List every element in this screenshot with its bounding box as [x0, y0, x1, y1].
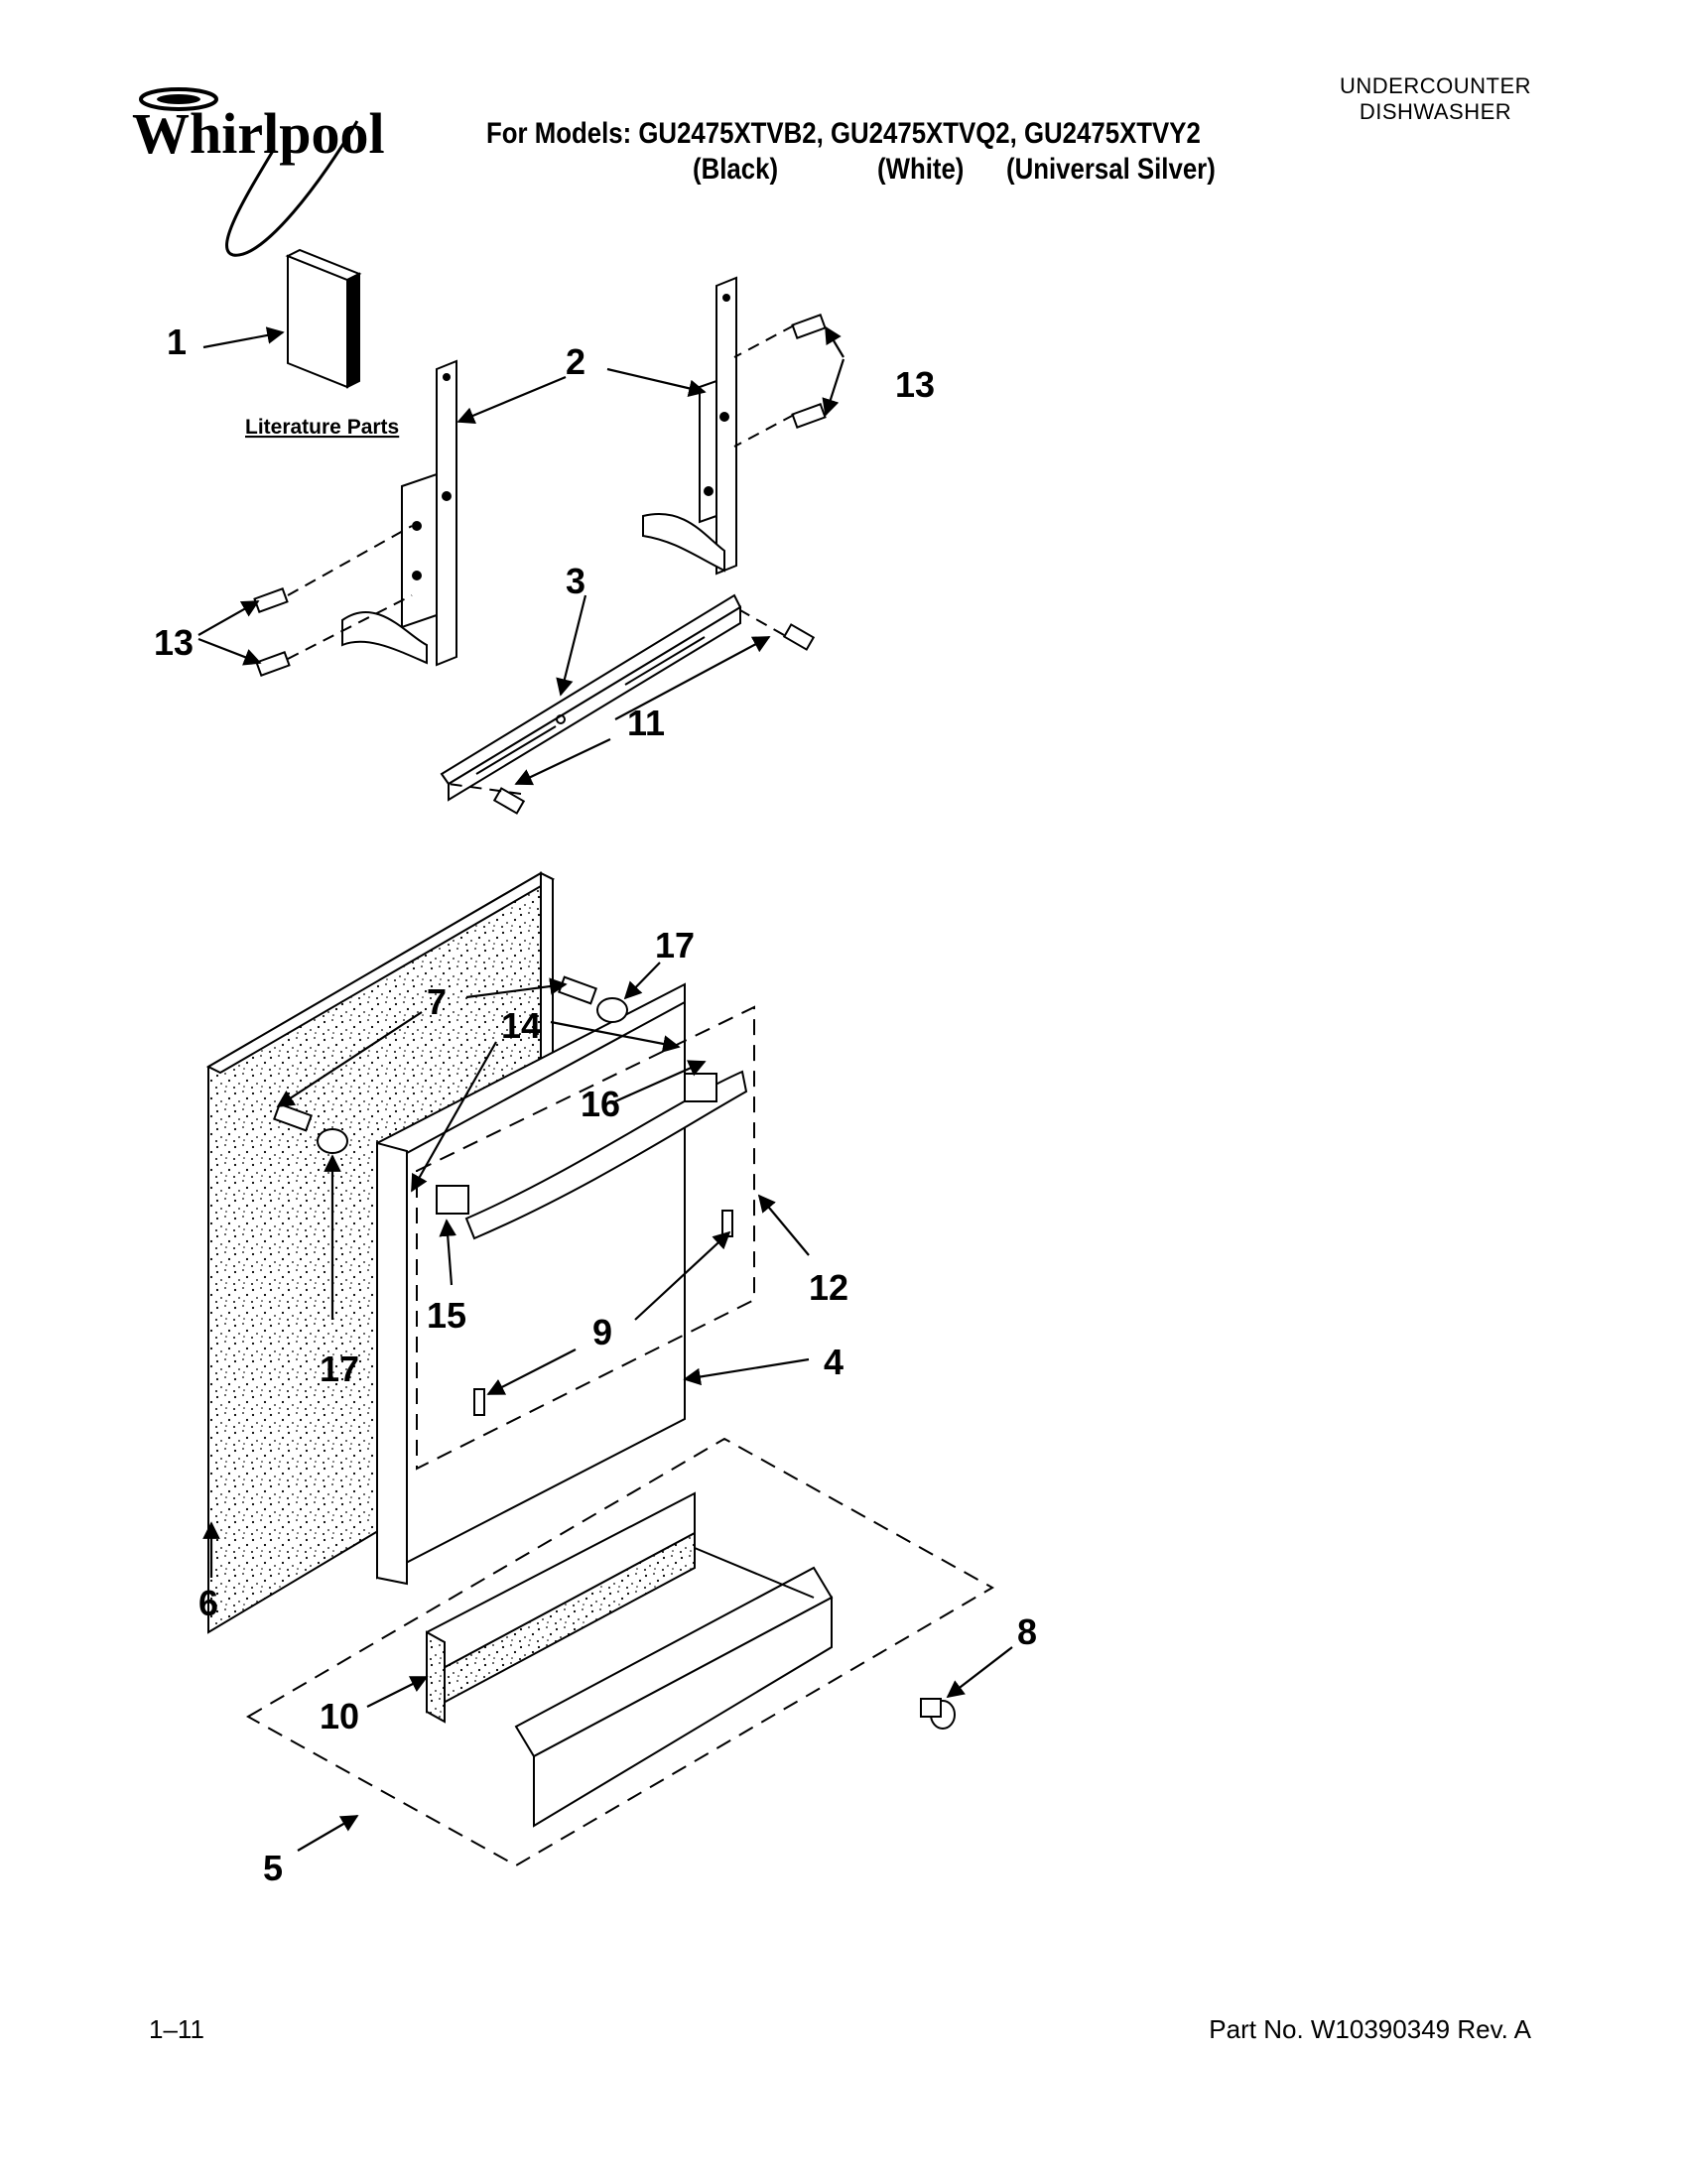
- screw-7-upper: [558, 975, 597, 1005]
- appliance-type: UNDERCOUNTER DISHWASHER: [1340, 73, 1531, 125]
- screws-13-right: [791, 314, 827, 429]
- callout-17-upper: 17: [655, 925, 695, 965]
- callout-10: 10: [320, 1696, 359, 1736]
- right-mounting-bracket: [642, 276, 737, 576]
- literature-booklet: [285, 248, 362, 389]
- callout-13-left: 13: [154, 622, 194, 663]
- toe-panel-bracket: [514, 1547, 834, 1828]
- variant-universal-silver: (Universal Silver): [1006, 153, 1216, 186]
- left-mounting-bracket: [341, 359, 457, 667]
- callout-16: 16: [581, 1084, 620, 1124]
- appliance-type-line-2: DISHWASHER: [1359, 99, 1512, 124]
- screws-11: [492, 623, 816, 815]
- brand-wordmark: Whirlpool: [132, 101, 385, 166]
- callout-13-right: 13: [895, 364, 935, 405]
- callout-9: 9: [592, 1312, 612, 1352]
- callout-8: 8: [1017, 1611, 1037, 1652]
- support-rail: [440, 593, 742, 802]
- callout-15: 15: [427, 1295, 466, 1336]
- callout-3: 3: [566, 561, 585, 601]
- part-number: Part No. W10390349 Rev. A: [1209, 2014, 1531, 2044]
- washer-17-lower: [317, 1128, 348, 1154]
- models-line: For Models: GU2475XTVB2, GU2475XTVQ2, GU…: [486, 117, 1201, 150]
- callout-6: 6: [198, 1583, 218, 1623]
- literature-parts-label: Literature Parts: [245, 416, 399, 439]
- page-number: 1–11: [149, 2014, 204, 2044]
- callout-14: 14: [501, 1005, 541, 1046]
- screw-7-lower: [273, 1102, 313, 1132]
- whirlpool-logo: Whirlpool: [132, 87, 385, 257]
- appliance-type-line-1: UNDERCOUNTER: [1340, 73, 1531, 98]
- handle-kit-outline: [416, 1005, 755, 1471]
- washer-17-upper: [596, 997, 628, 1023]
- callout-5: 5: [263, 1848, 283, 1888]
- callout-11: 11: [627, 703, 665, 743]
- door-handle: [436, 1070, 748, 1240]
- insulation-block: [426, 1491, 696, 1724]
- callout-1: 1: [167, 321, 187, 362]
- callout-2: 2: [566, 341, 585, 382]
- spacer-right: [721, 1210, 733, 1237]
- variant-white: (White): [877, 153, 965, 186]
- callout-4: 4: [824, 1342, 844, 1382]
- spacer-left: [473, 1388, 485, 1416]
- toe-panel-kit-outline: [245, 1437, 995, 1867]
- callout-17-lower: 17: [320, 1349, 359, 1389]
- outer-door-panel: [376, 982, 686, 1586]
- screws-13-left: [253, 587, 291, 677]
- variant-black: (Black): [693, 153, 779, 186]
- callout-12: 12: [809, 1267, 848, 1308]
- callout-7: 7: [427, 981, 447, 1022]
- callout-numbers: 1 2 13 13 3 11 17 7 14 16 17 15 12 9 4 6…: [154, 321, 1037, 1888]
- screw-8: [920, 1698, 956, 1730]
